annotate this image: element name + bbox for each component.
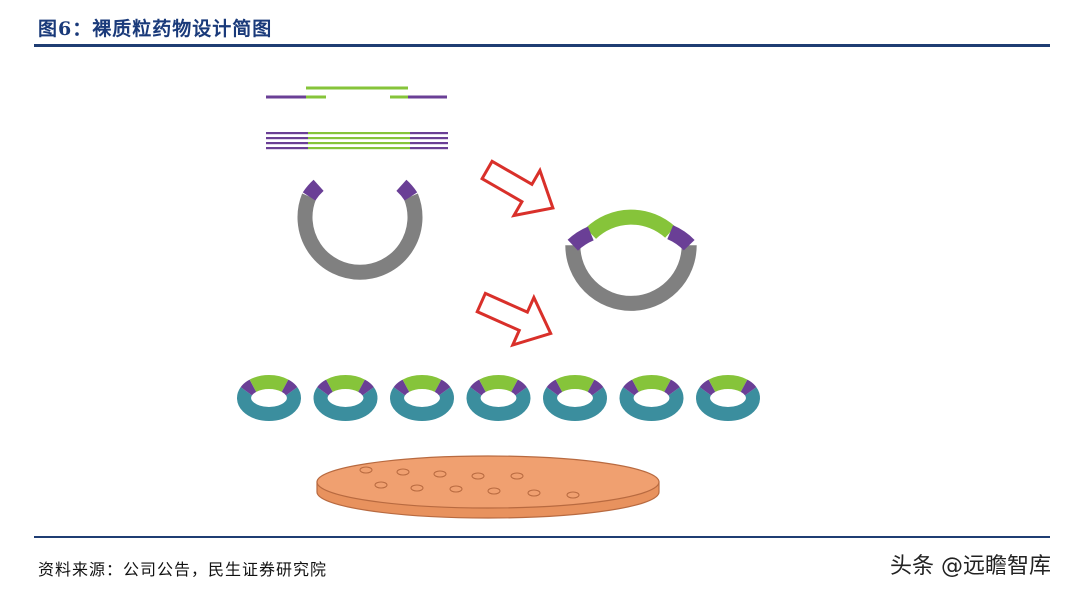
plasmid-copy-icon xyxy=(550,382,600,414)
plasmid-copy-icon xyxy=(397,382,447,414)
arrow-icon xyxy=(474,147,566,230)
plasmid-copy-icon xyxy=(474,382,524,414)
footer-rule xyxy=(34,536,1050,538)
culture-dish-icon xyxy=(317,456,659,518)
plasmid-copy-icon xyxy=(244,382,294,414)
plasmid-copy-icon xyxy=(321,382,371,414)
open-vector-icon xyxy=(305,185,415,272)
dna-stack-icon xyxy=(266,132,448,149)
dna-fragment-icon xyxy=(266,88,447,97)
plasmid-copy-icon xyxy=(703,382,753,414)
watermark-text: 头条 @远瞻智库 xyxy=(890,548,1051,580)
source-note: 资料来源：公司公告，民生证券研究院 xyxy=(38,556,327,580)
arrow-icon xyxy=(471,279,562,357)
plasmid-copies xyxy=(244,382,753,414)
plasmid-copy-icon xyxy=(627,382,677,414)
recombinant-plasmid-icon xyxy=(573,217,689,303)
